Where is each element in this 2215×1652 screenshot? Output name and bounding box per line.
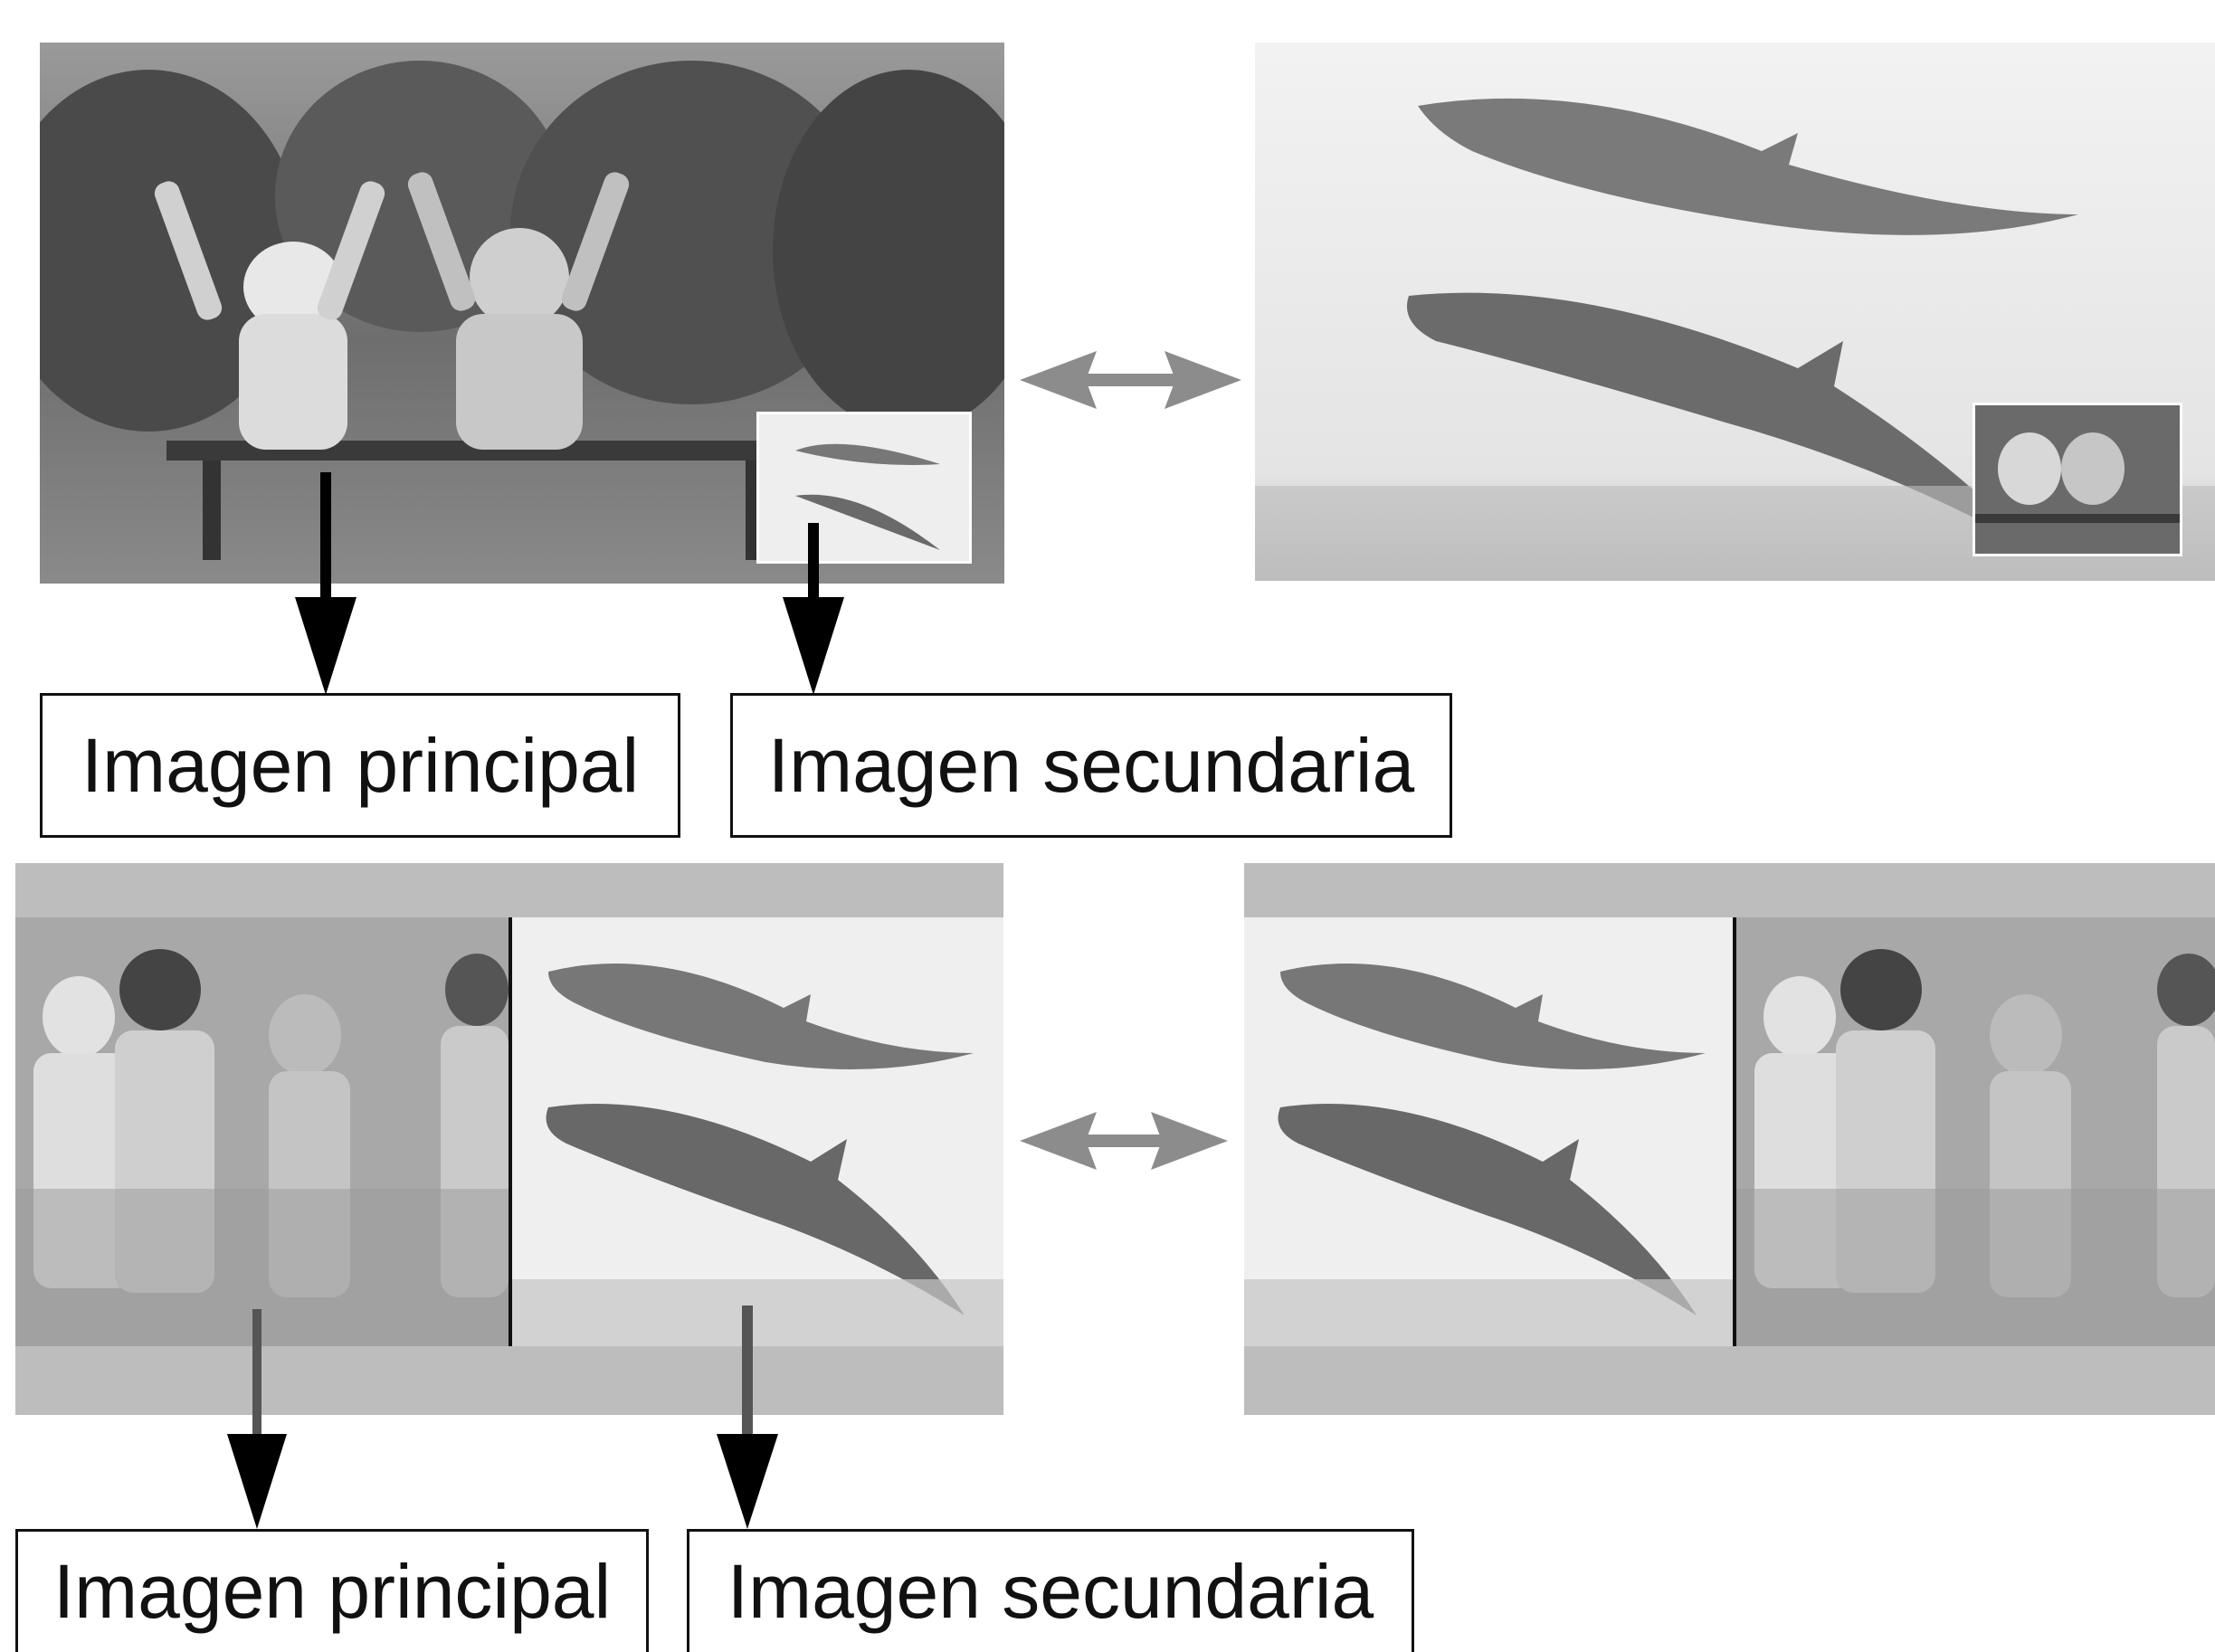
split-screen-dolphins-left <box>1244 863 2215 1415</box>
split-divider <box>1733 917 1736 1346</box>
swap-arrow-icon <box>1020 351 1241 409</box>
split-left-dolphins <box>1244 917 1733 1346</box>
pip-inset-kids <box>1973 403 2182 556</box>
pip-inset-dolphins <box>756 412 972 564</box>
pip-screen-main-dolphins <box>1255 43 2215 581</box>
split-right-kids <box>1736 917 2215 1346</box>
label-sub-image: Imagen secundaria <box>687 1529 1414 1652</box>
pip-screen-main-kids <box>40 43 1004 584</box>
split-divider <box>509 917 512 1346</box>
label-main-image: Imagen principal <box>40 693 680 838</box>
kids-photo <box>40 61 1004 560</box>
split-screen-kids-left <box>15 863 1003 1415</box>
label-sub-image: Imagen secundaria <box>730 693 1452 838</box>
split-left-kids <box>15 917 509 1346</box>
label-main-image: Imagen principal <box>15 1529 649 1652</box>
split-right-dolphins <box>512 917 1003 1346</box>
swap-arrow-icon <box>1020 1112 1228 1170</box>
